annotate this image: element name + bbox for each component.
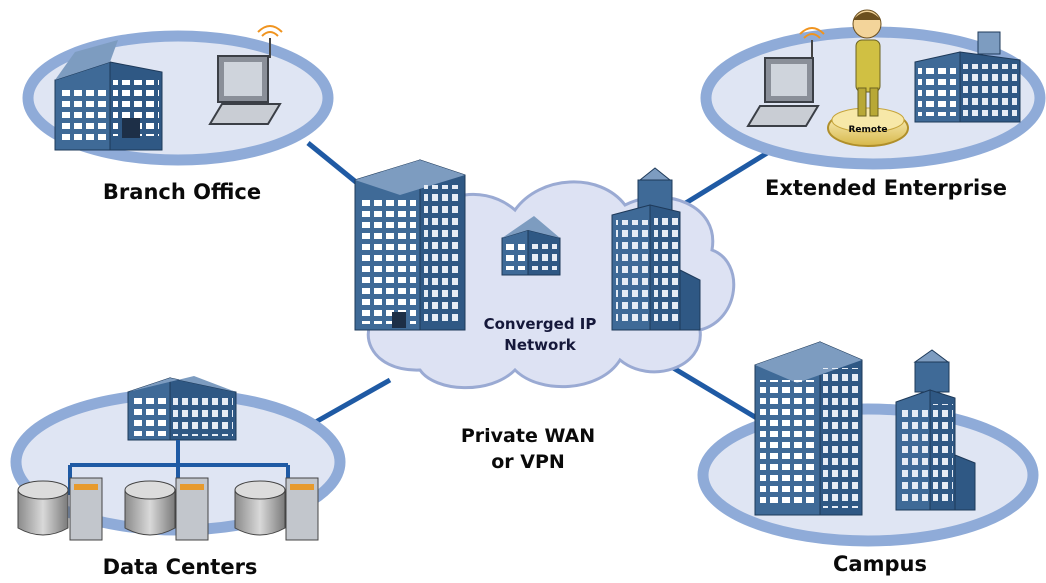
extended-enterprise-label: Extended Enterprise [765, 176, 1008, 200]
wifi-icon [257, 25, 283, 37]
laptop-icon [746, 40, 820, 127]
server-icon [69, 477, 103, 541]
server-icon [285, 477, 319, 541]
cloud-label: Converged IP Network [460, 314, 620, 356]
disk-icon [234, 480, 286, 536]
disk-icon [124, 480, 176, 536]
tower-icon [354, 159, 466, 331]
link-campus [658, 357, 762, 423]
building-icon [54, 40, 163, 151]
tower-icon [611, 167, 701, 331]
branch-office-label: Branch Office [102, 180, 262, 204]
disk-icon [17, 480, 69, 536]
building-icon [501, 216, 561, 276]
data-centers-label: Data Centers [102, 555, 258, 579]
campus-label: Campus [833, 552, 927, 576]
campus-ring [697, 403, 1039, 547]
wifi-icon [799, 27, 825, 39]
building-icon [127, 376, 237, 441]
laptop-icon [208, 38, 282, 125]
remote-label: Remote [848, 125, 888, 135]
person-icon [827, 9, 909, 147]
wan-label-line-2: or VPN [491, 451, 565, 473]
server-icon [175, 477, 209, 541]
wan-label-line-1: Private WAN [460, 425, 596, 447]
wan-label: Private WAN or VPN [448, 423, 608, 475]
cloud-label-line-1: Converged IP [483, 315, 597, 333]
cloud-label-line-2: Network [504, 336, 576, 354]
building-icon [914, 31, 1021, 123]
tower-icon [754, 341, 863, 516]
tower-icon [895, 349, 976, 511]
